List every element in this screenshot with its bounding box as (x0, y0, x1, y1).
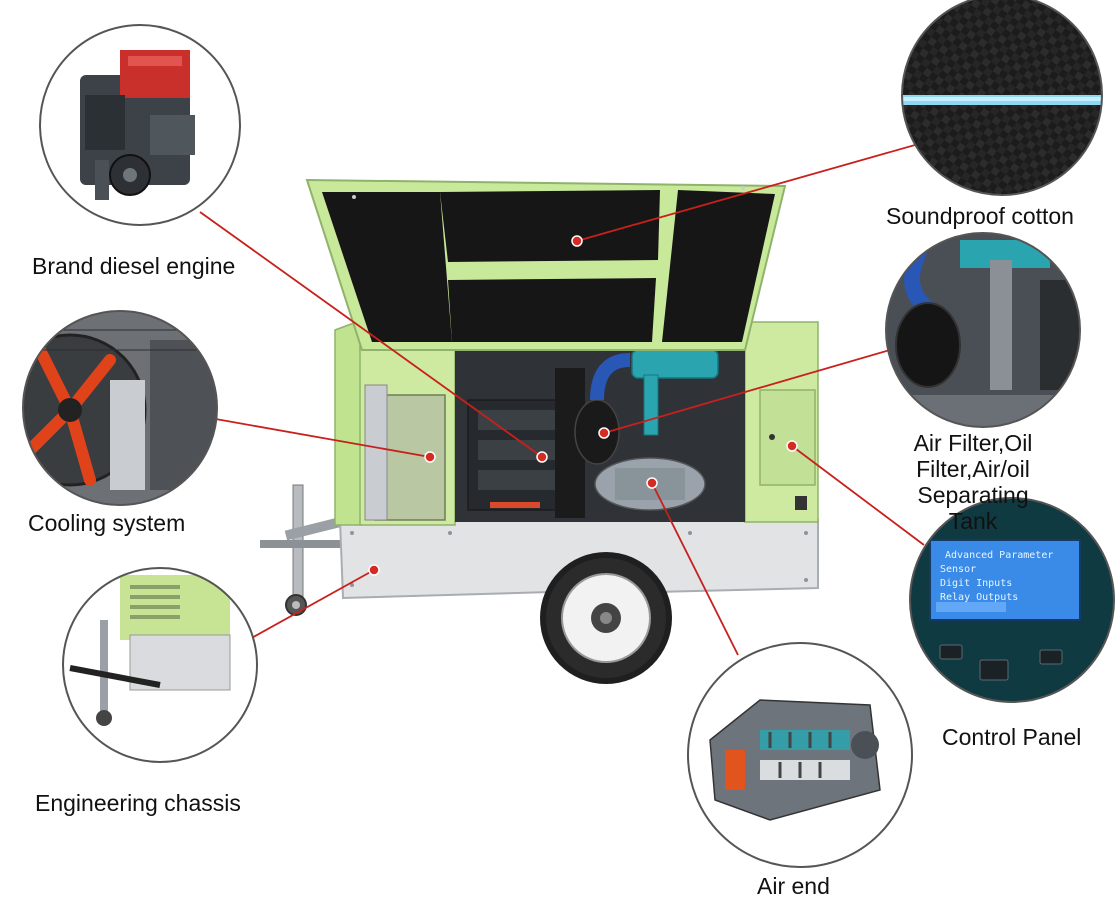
label-soundproof-cotton: Soundproof cotton (886, 203, 1074, 229)
leader-line-engine (199, 211, 543, 458)
filter-tank-icon (885, 232, 1081, 428)
leader-line-control (791, 445, 925, 546)
diesel-engine-icon (39, 24, 241, 226)
control-panel-icon: Advanced Parameter Sensor Digit Inputs R… (909, 497, 1115, 703)
label-air-end: Air end (757, 873, 830, 899)
enclosure-body (334, 318, 363, 526)
screw-rotor-icon (687, 642, 913, 868)
label-control-panel: Control Panel (942, 724, 1082, 750)
wheel (540, 552, 672, 684)
compressor-machine (260, 178, 819, 684)
leader-line-soundproof (576, 142, 923, 242)
chassis-jack-icon (62, 567, 258, 763)
screen-line-2: Sensor (940, 564, 976, 575)
screen-line-3: Digit Inputs (940, 578, 1012, 589)
leader-lines (199, 142, 925, 656)
label-air-filter-oil-filter-tank: Air Filter,Oil Filter,Air/oil Separating… (913, 430, 1033, 534)
leader-line-chassis (247, 569, 375, 641)
screen-line-1: Advanced Parameter (945, 550, 1053, 561)
screen-line-4: Relay Outputs (940, 592, 1018, 603)
carbon-fiber-texture-icon (901, 0, 1103, 196)
label-cooling-system: Cooling system (28, 510, 186, 536)
leader-line-cooling (209, 417, 431, 458)
leader-line-filter (603, 349, 891, 434)
radiator-fan-icon (22, 310, 218, 506)
label-brand-diesel-engine: Brand diesel engine (32, 253, 236, 279)
label-engineering-chassis: Engineering chassis (35, 790, 241, 816)
leader-dots (368, 235, 798, 576)
leader-line-airend (651, 482, 739, 656)
